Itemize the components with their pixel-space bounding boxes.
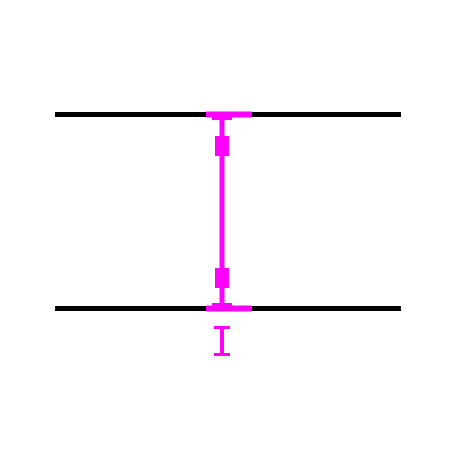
- marker-bottom-serif: [212, 303, 232, 306]
- cursor-stem: [220, 326, 224, 356]
- marker-top-handle[interactable]: [215, 136, 229, 156]
- marker-top-cap: [206, 111, 252, 118]
- spacing-measurement-marker[interactable]: [206, 111, 252, 312]
- marker-bottom-cap: [206, 305, 252, 312]
- marker-bottom-handle[interactable]: [215, 268, 229, 288]
- text-cursor-icon: [214, 326, 230, 356]
- cursor-bottom-serif: [214, 353, 230, 356]
- marker-stem: [219, 117, 225, 306]
